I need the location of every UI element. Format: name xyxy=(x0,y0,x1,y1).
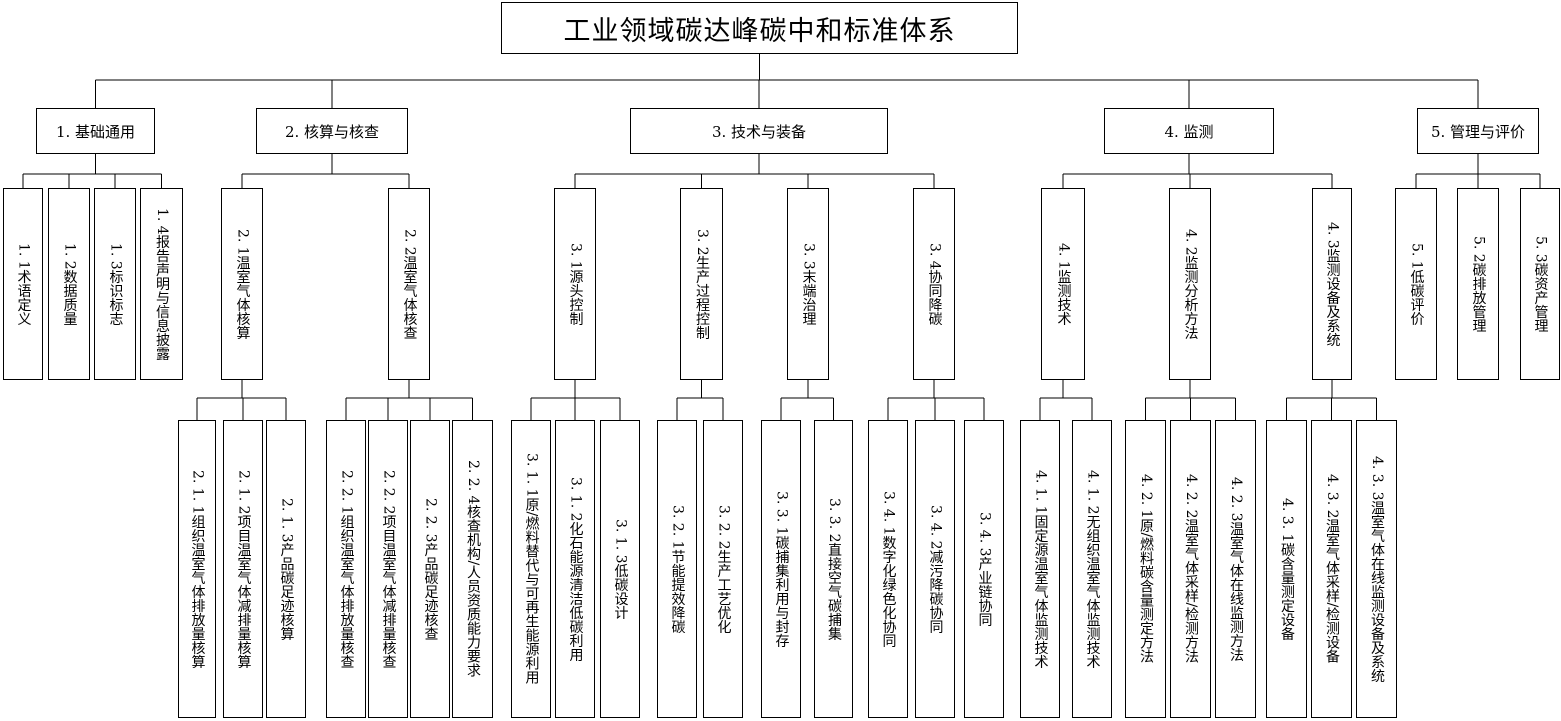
subcategory-box-label: 2. 2温室气体核查 xyxy=(401,228,418,340)
standard-box: 3. 4. 1数字化绿色化协同 xyxy=(868,420,908,718)
standard-box-label: 3. 1. 3低碳设计 xyxy=(612,518,629,620)
standard-box-label: 4. 1. 2无组织温室气体监测技术 xyxy=(1084,469,1101,669)
subcategory-box: 1. 4报告声明与信息披露 xyxy=(140,188,183,380)
standard-box-label: 4. 3. 2温室气体采样/检测设备 xyxy=(1324,474,1340,664)
subcategory-box-label: 3. 4协同降碳 xyxy=(926,242,943,326)
standard-box: 2. 2. 3产品碳足迹核查 xyxy=(410,420,450,718)
standard-box: 3. 3. 1碳捕集利用与封存 xyxy=(761,420,801,718)
standard-box: 3. 1. 3低碳设计 xyxy=(600,420,640,718)
subcategory-box: 3. 1源头控制 xyxy=(554,188,596,380)
standard-box: 3. 4. 3产业链协同 xyxy=(964,420,1004,718)
standard-box: 2. 2. 1组织温室气体排放量核查 xyxy=(326,420,366,718)
standard-box: 3. 4. 2减污降碳协同 xyxy=(915,420,955,718)
subcategory-box-label: 3. 3末端治理 xyxy=(800,242,817,326)
subcategory-box: 4. 3监测设备及系统 xyxy=(1312,188,1352,380)
standard-box-label: 2. 1. 3产品碳足迹核算 xyxy=(278,497,295,641)
subcategory-box: 5. 1低碳评价 xyxy=(1395,188,1437,380)
standard-box-label: 3. 3. 2直接空气碳捕集 xyxy=(826,497,842,641)
standard-box: 2. 1. 1组织温室气体排放量核算 xyxy=(178,420,216,718)
subcategory-box: 3. 4协同降碳 xyxy=(913,188,955,380)
standard-box-label: 4. 3. 1碳含量测定设备 xyxy=(1279,497,1295,641)
standard-box-label: 4. 2. 1原/燃料碳含量测定方法 xyxy=(1138,474,1154,664)
subcategory-box: 1. 1术语定义 xyxy=(3,188,43,380)
standard-box: 4. 1. 1固定源温室气体监测技术 xyxy=(1020,420,1060,718)
subcategory-box-label: 1. 4报告声明与信息披露 xyxy=(154,207,170,361)
category-box-label: 2. 核算与核查 xyxy=(284,122,380,141)
standard-box: 4. 2. 3温室气体在线监测方法 xyxy=(1215,420,1256,718)
subcategory-box: 1. 2数据质量 xyxy=(48,188,90,380)
subcategory-box-label: 2. 1温室气体核算 xyxy=(234,228,251,340)
standard-box-label: 4. 3. 3温室气体在线监测设备及系统 xyxy=(1369,455,1385,683)
standard-box: 3. 3. 2直接空气碳捕集 xyxy=(814,420,853,718)
subcategory-box: 4. 1监测技术 xyxy=(1041,188,1085,380)
standard-box-label: 2. 1. 2项目温室气体减排量核算 xyxy=(235,469,252,669)
standard-box: 3. 1. 1原/燃料替代与可再生能源利用 xyxy=(511,420,551,718)
category-box-label: 4. 监测 xyxy=(1164,122,1214,141)
standard-box-label: 3. 4. 1数字化绿色化协同 xyxy=(880,490,897,648)
subcategory-box: 2. 1温室气体核算 xyxy=(221,188,263,380)
standard-box: 4. 2. 2温室气体采样/检测方法 xyxy=(1170,420,1211,718)
subcategory-box: 3. 2生产过程控制 xyxy=(680,188,723,380)
standard-box-label: 3. 3. 1碳捕集利用与封存 xyxy=(773,490,790,648)
subcategory-box: 4. 2监测分析方法 xyxy=(1169,188,1211,380)
category-box: 1. 基础通用 xyxy=(36,108,155,154)
subcategory-box: 2. 2温室气体核查 xyxy=(388,188,430,380)
standard-box-label: 4. 1. 1固定源温室气体监测技术 xyxy=(1032,469,1049,669)
subcategory-box-label: 1. 3标识标志 xyxy=(107,242,124,326)
standard-box: 4. 2. 1原/燃料碳含量测定方法 xyxy=(1125,420,1166,718)
standard-box-label: 4. 2. 2温室气体采样/检测方法 xyxy=(1183,474,1199,664)
subcategory-box: 5. 2碳排放管理 xyxy=(1457,188,1499,380)
standard-box-label: 3. 4. 2减污降碳协同 xyxy=(927,504,944,634)
standard-box: 2. 2. 4核查机构/人员资质能力要求 xyxy=(452,420,493,718)
standard-box-label: 2. 2. 2项目温室气体减排量核查 xyxy=(380,469,397,669)
standard-box: 4. 3. 1碳含量测定设备 xyxy=(1266,420,1307,718)
subcategory-box-label: 3. 2生产过程控制 xyxy=(694,228,710,340)
standard-box: 3. 1. 2化石能源清洁低碳利用 xyxy=(555,420,595,718)
diagram-title-label: 工业领域碳达峰碳中和标准体系 xyxy=(563,15,956,47)
category-box-label: 3. 技术与装备 xyxy=(711,122,807,141)
diagram-title: 工业领域碳达峰碳中和标准体系 xyxy=(501,2,1018,54)
standard-box-label: 3. 4. 3产业链协同 xyxy=(976,511,993,627)
subcategory-box-label: 4. 3监测设备及系统 xyxy=(1324,221,1341,347)
standard-box-label: 2. 2. 4核查机构/人员资质能力要求 xyxy=(465,460,481,678)
standard-box-label: 2. 1. 1组织温室气体排放量核算 xyxy=(189,469,206,669)
category-box: 5. 管理与评价 xyxy=(1417,108,1539,154)
subcategory-box-label: 4. 2监测分析方法 xyxy=(1182,228,1199,340)
subcategory-box-label: 3. 1源头控制 xyxy=(567,242,584,326)
standard-box: 2. 2. 2项目温室气体减排量核查 xyxy=(368,420,408,718)
standard-box-label: 3. 1. 2化石能源清洁低碳利用 xyxy=(567,476,584,662)
subcategory-box-label: 5. 1低碳评价 xyxy=(1408,242,1425,326)
subcategory-box-label: 1. 2数据质量 xyxy=(61,242,78,326)
standard-box: 2. 1. 2项目温室气体减排量核算 xyxy=(223,420,263,718)
standard-box-label: 2. 2. 1组织温室气体排放量核查 xyxy=(338,469,355,669)
standard-box: 2. 1. 3产品碳足迹核算 xyxy=(266,420,306,718)
subcategory-box-label: 1. 1术语定义 xyxy=(15,242,32,326)
subcategory-box-label: 5. 2碳排放管理 xyxy=(1470,235,1487,333)
standard-box: 3. 2. 2生产工艺优化 xyxy=(703,420,743,718)
standard-box: 4. 1. 2无组织温室气体监测技术 xyxy=(1072,420,1112,718)
category-box: 3. 技术与装备 xyxy=(630,108,888,154)
subcategory-box: 3. 3末端治理 xyxy=(787,188,829,380)
category-box: 2. 核算与核查 xyxy=(256,108,408,154)
standard-box-label: 4. 2. 3温室气体在线监测方法 xyxy=(1228,476,1244,662)
standard-box-label: 3. 2. 1节能提效降碳 xyxy=(669,504,686,634)
subcategory-box-label: 5. 3碳资产管理 xyxy=(1532,235,1549,333)
subcategory-box: 1. 3标识标志 xyxy=(94,188,136,380)
standard-box: 4. 3. 2温室气体采样/检测设备 xyxy=(1311,420,1352,718)
standard-box-label: 3. 1. 1原/燃料替代与可再生能源利用 xyxy=(523,453,540,685)
category-box-label: 1. 基础通用 xyxy=(55,122,136,141)
standard-box: 4. 3. 3温室气体在线监测设备及系统 xyxy=(1356,420,1397,718)
category-box: 4. 监测 xyxy=(1104,108,1274,154)
standard-box: 3. 2. 1节能提效降碳 xyxy=(657,420,697,718)
subcategory-box: 5. 3碳资产管理 xyxy=(1520,188,1560,380)
standard-box-label: 3. 2. 2生产工艺优化 xyxy=(715,504,732,634)
standard-box-label: 2. 2. 3产品碳足迹核查 xyxy=(422,497,439,641)
category-box-label: 5. 管理与评价 xyxy=(1430,122,1526,141)
subcategory-box-label: 4. 1监测技术 xyxy=(1055,242,1072,326)
